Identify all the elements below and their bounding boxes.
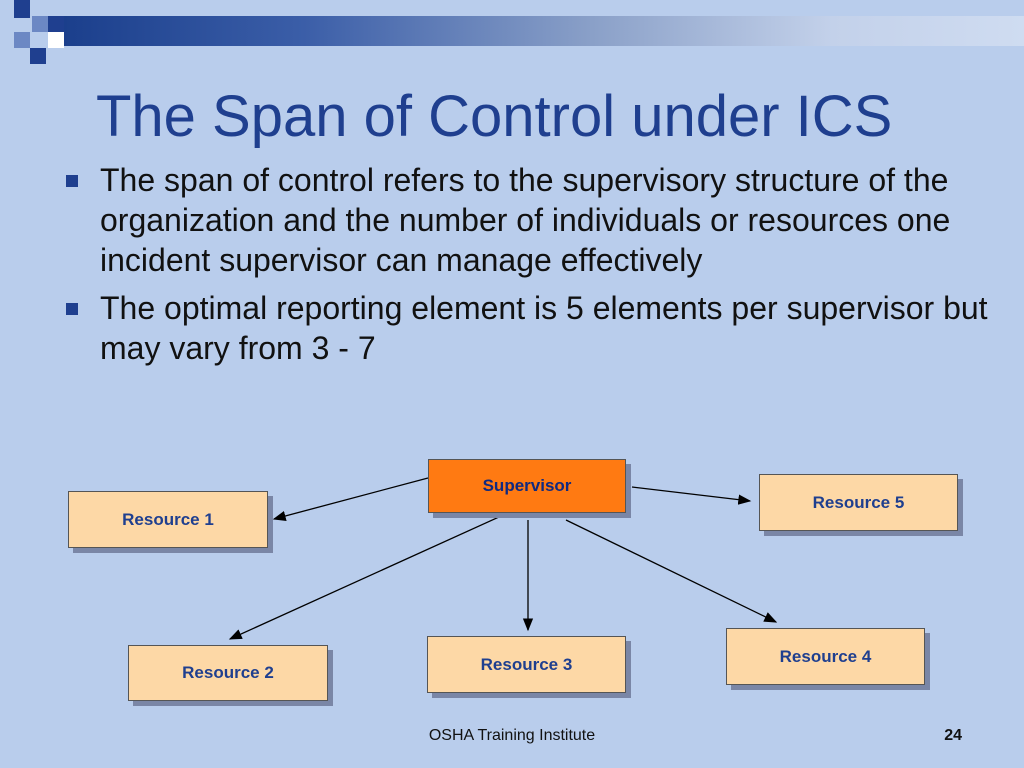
arrow-to-resource-1 [272,477,429,522]
resource-box-4: Resource 4 [726,628,925,685]
decor-square [14,0,30,18]
decor-square [48,16,64,32]
arrow-to-resource-4 [565,519,778,623]
resource-box-3: Resource 3 [427,636,626,693]
bullet-item: The optimal reporting element is 5 eleme… [60,288,990,368]
resource-box-5: Resource 5 [759,474,958,531]
resource-box-1: Resource 1 [68,491,268,548]
decor-square [30,48,46,64]
arrow-to-resource-5 [631,486,752,505]
supervisor-box: Supervisor [428,459,626,513]
footer-org: OSHA Training Institute [428,727,596,744]
resource-box-2: Resource 2 [128,645,328,701]
decor-square [32,16,48,32]
arrow-to-resource-2 [228,511,511,640]
square-bullet-icon [66,303,78,315]
square-bullet-icon [66,175,78,187]
decor-square [14,32,30,48]
resource-label: Resource 4 [779,646,872,666]
resource-label: Resource 1 [122,509,214,529]
title-gradient-bar [64,16,1024,46]
bullet-item: The span of control refers to the superv… [60,160,990,280]
page-number: 24 [944,727,962,744]
bullet-text: The span of control refers to the superv… [100,162,951,278]
bullet-list: The span of control refers to the superv… [60,160,990,376]
resource-label: Resource 3 [480,654,573,674]
bullet-text: The optimal reporting element is 5 eleme… [100,290,988,366]
decor-square [48,32,64,48]
slide-title: The Span of Control under ICS [96,84,893,149]
supervisor-label: Supervisor [482,476,572,495]
resource-label: Resource 5 [812,492,905,512]
resource-label: Resource 2 [182,663,274,682]
